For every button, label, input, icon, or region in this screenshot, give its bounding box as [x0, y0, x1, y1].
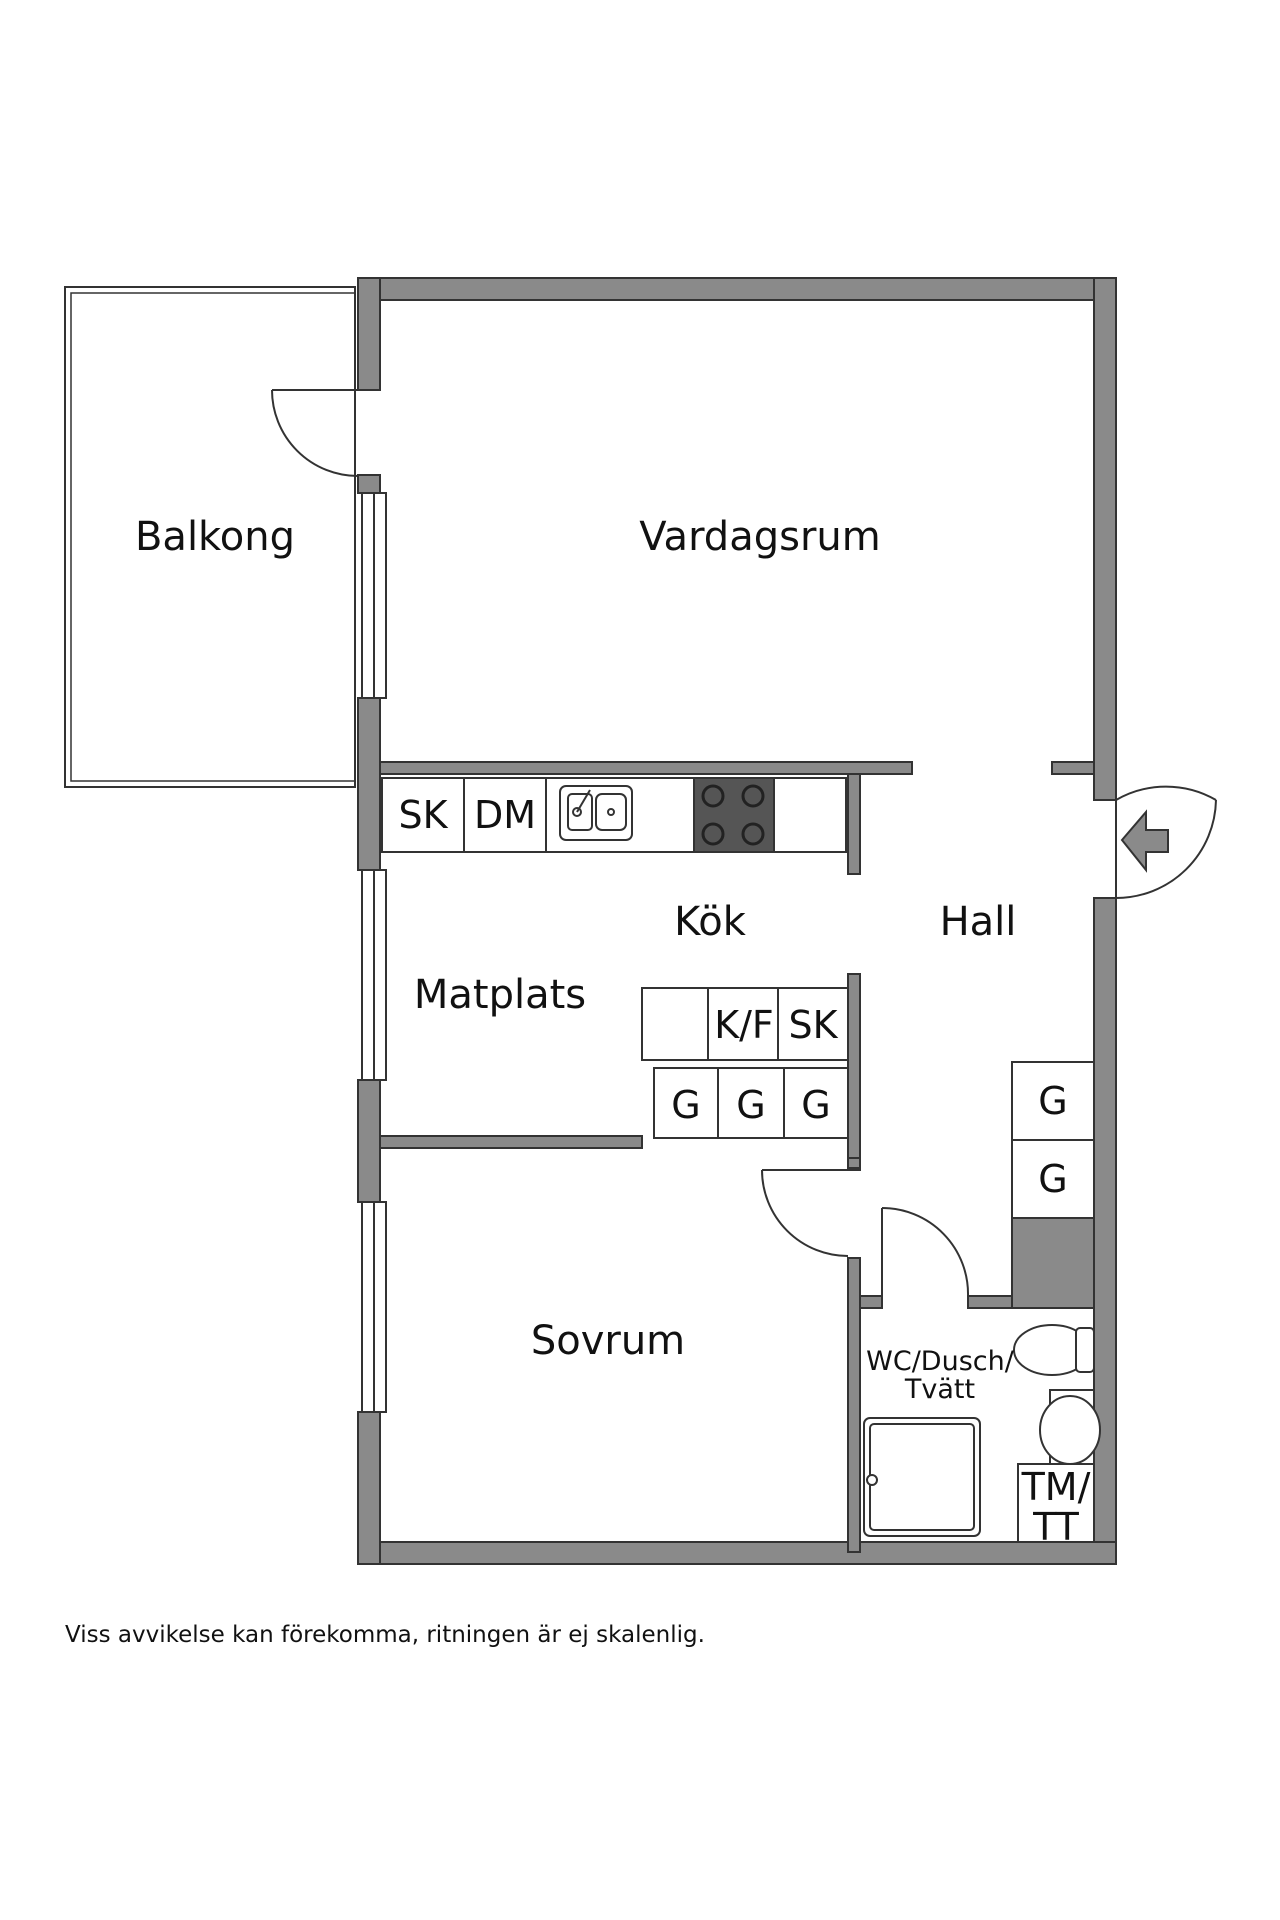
- room-label-balkong: Balkong: [135, 514, 295, 560]
- fixture-label-sk-bottom: SK: [788, 1003, 838, 1047]
- fixture-label-sk-top: SK: [398, 793, 448, 837]
- fixture-label-hall-g1: G: [1038, 1079, 1067, 1123]
- fixture-label-g2: G: [736, 1083, 765, 1127]
- room-label-vardagsrum: Vardagsrum: [639, 514, 880, 560]
- sink-icon: [559, 785, 633, 841]
- room-label-bath-line1: WC/Dusch/: [866, 1346, 1015, 1377]
- balcony: [64, 286, 356, 788]
- doors: [271, 389, 1217, 1297]
- windows: [361, 492, 387, 1413]
- fixture-label-tm-line1: TM/: [1021, 1465, 1091, 1509]
- room-label-sovrum: Sovrum: [531, 1318, 685, 1364]
- stove-icon: [693, 777, 775, 853]
- fixture-label-hall-g2: G: [1038, 1157, 1067, 1201]
- shower-icon: [863, 1417, 981, 1537]
- fixture-label-dm: DM: [474, 793, 536, 837]
- room-label-matplats: Matplats: [414, 972, 586, 1018]
- washbasin-icon: [1039, 1389, 1101, 1471]
- toilet-icon: [1013, 1324, 1095, 1376]
- room-label-bath-line2: Tvätt: [904, 1374, 975, 1405]
- room-label-hall: Hall: [940, 899, 1017, 945]
- kitchen-cabinets-lower: [641, 987, 849, 1139]
- room-label-kok: Kök: [674, 899, 747, 945]
- fixture-label-g3: G: [801, 1083, 830, 1127]
- entrance-arrow-icon: [1120, 809, 1169, 873]
- fixture-label-tm-line2: TT: [1032, 1505, 1080, 1549]
- tm-tt-cabinet: [1017, 1463, 1095, 1543]
- disclaimer: Viss avvikelse kan förekomma, ritningen …: [65, 1622, 705, 1648]
- hall-wardrobes: [1011, 1061, 1095, 1219]
- fixture-label-g1: G: [671, 1083, 700, 1127]
- fixture-label-kf: K/F: [714, 1003, 774, 1047]
